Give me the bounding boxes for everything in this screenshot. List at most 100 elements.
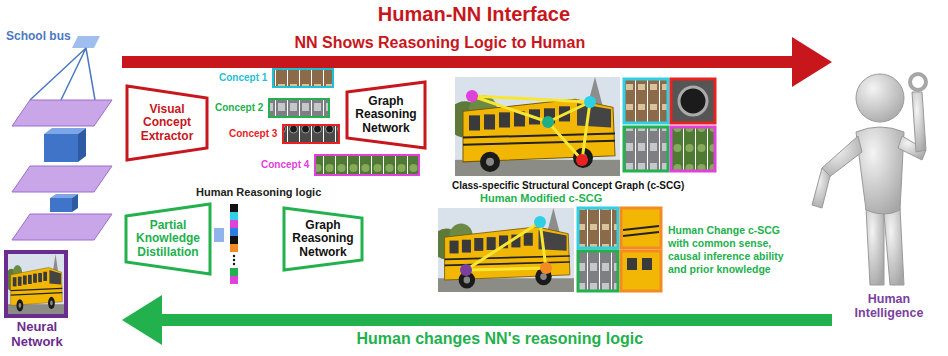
reasoning-vector-part	[230, 212, 238, 220]
concept-graph-picture-part	[576, 154, 588, 166]
concept-graph-picture-part	[542, 116, 554, 128]
reasoning-vector-part	[233, 263, 235, 265]
modified-graph-picture-part	[460, 264, 472, 276]
concept-strip: Concept 1	[272, 68, 334, 88]
trapezoid-shape	[284, 208, 362, 270]
node-label: Concept 1	[219, 72, 267, 84]
reasoning-vector-part	[230, 236, 238, 244]
human-figure-part	[912, 92, 926, 152]
text-label: School bus	[6, 30, 71, 44]
modified-graph-panel: Human Modified c-SCG	[436, 206, 664, 294]
node-label: Concept 2	[215, 102, 263, 114]
reasoning-trapezoid: Graph Reasoning Network	[345, 80, 427, 150]
reasoning-vector-part	[230, 268, 238, 276]
extractor-trapezoid: Visual Concept Extractor	[125, 84, 209, 162]
label-slot: School bus	[6, 30, 71, 44]
concept-graph-picture-part	[584, 96, 596, 108]
text-label: Human Reasoning logic	[196, 186, 321, 199]
concept-graph-picture-part	[624, 127, 668, 171]
arrow-head	[122, 295, 162, 345]
human-figure-part	[856, 74, 904, 122]
modified-graph-picture-part	[534, 216, 546, 228]
human-figure-part	[884, 208, 904, 285]
modified-graph-picture-part	[466, 222, 546, 270]
node-label: Concept 3	[229, 128, 277, 140]
human-figure-part	[866, 208, 884, 285]
human-figure-part	[822, 136, 862, 178]
node-label: Human Intelligence	[844, 292, 934, 321]
modified-graph-picture-part	[431, 208, 574, 292]
node-label: Partial Knowledge Distillation	[132, 219, 204, 260]
concept-graph-picture-part	[447, 77, 620, 176]
network-illustration-part	[12, 214, 112, 240]
modified-graph-picture-part	[627, 258, 637, 270]
human-figure-part	[856, 127, 904, 214]
modified-graph-picture-part	[642, 258, 652, 270]
concept-graph-picture-part	[679, 87, 707, 115]
concept-graph-picture-part	[624, 79, 668, 123]
human-figure-part	[910, 74, 926, 90]
concept-strip: Concept 2	[268, 98, 330, 118]
node-label: Visual Concept Extractor	[133, 103, 201, 144]
network-illustration-part	[72, 36, 100, 48]
network-illustration-part	[6, 252, 66, 316]
concept-strips-part	[284, 126, 338, 142]
concept-strip: Concept 3	[282, 124, 340, 144]
network-illustration-part	[50, 198, 72, 212]
modified-graph-picture	[431, 208, 661, 292]
modified-graph-picture-part	[621, 251, 661, 291]
reasoning-vector-part	[230, 204, 238, 212]
node-label: Concept 4	[261, 159, 309, 171]
network-illustration-part	[5, 254, 64, 314]
network-illustration-part	[30, 48, 95, 100]
concept-strips-part	[270, 100, 328, 116]
modified-graph-picture-part	[621, 208, 661, 248]
network-illustration-part	[12, 166, 112, 192]
arrow-label: Human changes NN's reasoning logic	[353, 329, 648, 348]
reasoning-vector-part	[230, 228, 238, 236]
trapezoid-shape	[126, 204, 210, 274]
concept-strip: Concept 4	[314, 154, 420, 176]
reasoning-trapezoid: Graph Reasoning Network	[282, 206, 364, 272]
network-illustration-part	[78, 128, 86, 162]
human-figure	[812, 74, 926, 285]
text-label: Human Change c-SCG with common sense, ca…	[668, 224, 802, 277]
concept-graph-picture-part	[671, 127, 715, 171]
edge-label-slot: NN Shows Reasoning Logic to Human	[291, 33, 590, 52]
modified-graph-picture-part	[578, 251, 618, 291]
network-node: Neural Network	[0, 0, 122, 356]
arrow-label: NN Shows Reasoning Logic to Human	[291, 33, 590, 52]
label-slot: Human Change c-SCG with common sense, ca…	[668, 224, 802, 277]
modified-graph-picture-part	[623, 226, 659, 236]
node-label: Graph Reasoning Network	[290, 219, 356, 260]
network-illustration-part	[72, 194, 78, 212]
network-illustration-part	[12, 100, 112, 126]
edge-label-slot: Human changes NN's reasoning logic	[353, 329, 648, 348]
reasoning-vector-part	[214, 228, 224, 242]
concept-strips-part	[274, 70, 332, 86]
concept-graph-panel: Class-specific Structural Concept Graph …	[452, 74, 717, 178]
reasoning-vector	[214, 204, 238, 284]
node-label: Neural Network	[2, 320, 72, 350]
concept-graph-picture-part	[466, 90, 478, 102]
node-label: Graph Reasoning Network	[353, 95, 419, 136]
concept-graph-picture	[447, 77, 715, 176]
concept-graph-picture-part	[671, 79, 715, 123]
title-slot: Human-NN Interface	[0, 3, 948, 26]
reasoning-vector-part	[233, 259, 235, 261]
reasoning-vector-part	[230, 276, 238, 284]
node-label: Class-specific Structural Concept Graph …	[452, 180, 684, 191]
diagram-title: Human-NN Interface	[378, 3, 570, 26]
arrow-shaft	[122, 56, 792, 68]
reasoning-vector-part	[230, 220, 238, 228]
modified-graph-picture-part	[540, 262, 552, 274]
label-slot: Human Reasoning logic	[196, 186, 321, 199]
modified-graph-picture-part	[578, 208, 618, 248]
reasoning-vector-part	[233, 255, 235, 257]
network-illustration	[5, 36, 112, 316]
distillation-trapezoid: Partial Knowledge Distillation	[124, 202, 212, 276]
arrow-shaft	[162, 314, 832, 326]
trapezoid-shape	[347, 82, 425, 148]
